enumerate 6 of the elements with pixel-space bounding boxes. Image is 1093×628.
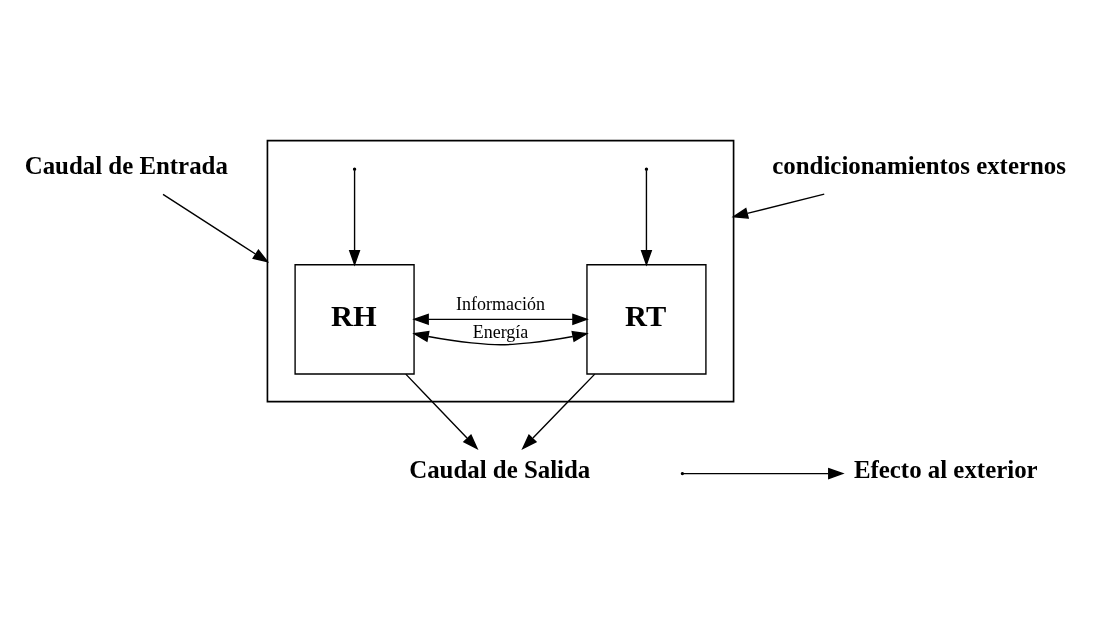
node-text: Caudal de Entrada [24, 151, 228, 179]
edge-label: Energía [472, 321, 529, 342]
node-text: Efecto al exterior [853, 456, 1038, 484]
node-text: condicionamientos externos [772, 151, 1066, 179]
node-text: Caudal de Salida [409, 456, 591, 484]
edge-label: Información [456, 294, 545, 315]
